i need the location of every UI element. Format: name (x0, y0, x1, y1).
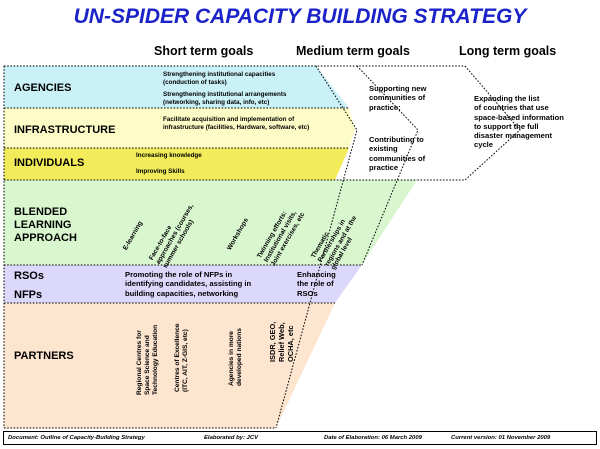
row-label-blended-learning: BLENDED LEARNING APPROACH (14, 206, 77, 245)
agencies-goal-capacities: Strengthening institutional capacities (… (163, 71, 275, 87)
footer-date: Date of Elaboration: 06 March 2009 (324, 435, 422, 441)
medium-goal-contributing: Contributing to existing communities of … (369, 135, 425, 172)
footer-document: Document: Outline of Capacity-Building S… (8, 435, 145, 441)
regional-line3: Technology Education (151, 324, 159, 395)
row-label-partners: PARTNERS (14, 350, 74, 362)
isdr-line2: Relief Web, (277, 322, 286, 362)
row-label-rsos: RSOs (14, 270, 44, 282)
individuals-goal-knowledge: Increasing knowledge (136, 152, 202, 159)
partner-regional-centres: Regional Centres for Space Science and T… (136, 325, 159, 395)
agencies-goal-capacities-line2: (conduction of tasks) (163, 79, 227, 86)
agencies-goal-arrangements-line2: (networking, sharing data, info, etc) (163, 99, 270, 106)
regional-line1: Regional Centres for (136, 330, 143, 395)
agencies-developed-line1: Agencies in more (228, 331, 235, 386)
band-rsos-nfps (4, 265, 362, 303)
footer-version: Current version: 01 November 2009 (451, 435, 551, 441)
individuals-goal-skills: Improving Skills (136, 168, 185, 175)
blended-label-line3: APPROACH (14, 232, 77, 244)
row-label-individuals: INDIVIDUALS (14, 157, 85, 169)
excellence-line1: Centres of Excellence (174, 323, 181, 392)
medium-g2-line1: Contributing to (369, 135, 424, 144)
medium-g2-line3: communities of (369, 153, 426, 163)
rsos-medium-line3: RSOs (297, 288, 318, 298)
rsos-medium-line2: the role of (297, 279, 334, 289)
rsos-short-line3: building capacities, networking (125, 288, 239, 298)
excellence-line2: (ITC, AIT, Z-GIS, etc) (181, 329, 189, 392)
partner-agencies-developed: Agencies in more developed nations (228, 328, 244, 386)
footer-bar: Document: Outline of Capacity-Building S… (3, 431, 597, 445)
medium-g1-line1: Supporting new (369, 84, 427, 93)
medium-g2-line2: existing (369, 144, 398, 154)
long-goal-expanding: Expanding the list of countries that use… (474, 94, 564, 150)
column-header-short-term: Short term goals (154, 44, 254, 58)
long-goal-line1: Expanding the list (474, 94, 540, 103)
infrastructure-goal-line2: infrastructure (facilities, Hardware, so… (163, 124, 310, 131)
medium-goal-supporting: Supporting new communities of practice; (369, 84, 426, 112)
column-header-long-term: Long term goals (459, 44, 557, 58)
agencies-goal-arrangements-line1: Strengthening institutional arrangements (163, 91, 287, 98)
band-partners (4, 303, 335, 428)
agencies-developed-line2: developed nations (235, 328, 243, 386)
footer-elaborated-by: Elaborated by: JCV (204, 435, 259, 441)
agencies-goal-capacities-line1: Strengthening institutional capacities (163, 71, 276, 78)
agencies-goal-arrangements: Strengthening institutional arrangements… (163, 91, 287, 107)
page-title: UN-SPIDER CAPACITY BUILDING STRATEGY (73, 5, 527, 28)
band-individuals (4, 148, 349, 180)
medium-g2-line4: practice (369, 162, 399, 172)
rsos-short-line1: Promoting the role of NFPs in (125, 270, 233, 279)
long-goal-line4: to support the full (474, 121, 539, 131)
long-goal-line2: of countries that use (474, 103, 549, 113)
row-label-nfps: NFPs (14, 289, 43, 301)
band-agencies (4, 66, 349, 108)
rsos-medium-term-goal: Enhancing the role of RSOs (297, 270, 336, 298)
band-infrastructure (4, 108, 355, 148)
partner-isdr-geo: ISDR, GEO, Relief Web, OCHA, etc (268, 322, 295, 362)
column-header-medium-term: Medium term goals (296, 44, 410, 58)
rsos-short-term-goal: Promoting the role of NFPs in identifyin… (125, 270, 251, 298)
row-label-agencies: AGENCIES (14, 82, 72, 94)
row-label-infrastructure: INFRASTRUCTURE (14, 124, 116, 136)
blended-label-line1: BLENDED (14, 206, 68, 218)
infrastructure-goal: Facilitate acquisition and implementatio… (163, 116, 309, 132)
rsos-medium-line1: Enhancing (297, 270, 336, 279)
blended-label-line2: LEARNING (14, 219, 72, 231)
partner-centres-of-excellence: Centres of Excellence (ITC, AIT, Z-GIS, … (174, 323, 190, 392)
infrastructure-goal-line1: Facilitate acquisition and implementatio… (163, 116, 295, 123)
isdr-line1: ISDR, GEO, (268, 321, 277, 362)
medium-g1-line3: practice; (369, 102, 401, 112)
long-goal-line5: disaster management (474, 131, 553, 141)
band-blended-learning (4, 180, 417, 265)
long-goal-line3: space-based information (474, 112, 564, 122)
rsos-short-line2: identifying candidates, assisting in (125, 279, 252, 289)
long-goal-line6: cycle (474, 140, 494, 150)
regional-line2: Space Science and (143, 335, 151, 395)
isdr-line3: OCHA, etc (286, 325, 295, 362)
medium-g1-line2: communities of (369, 93, 426, 103)
